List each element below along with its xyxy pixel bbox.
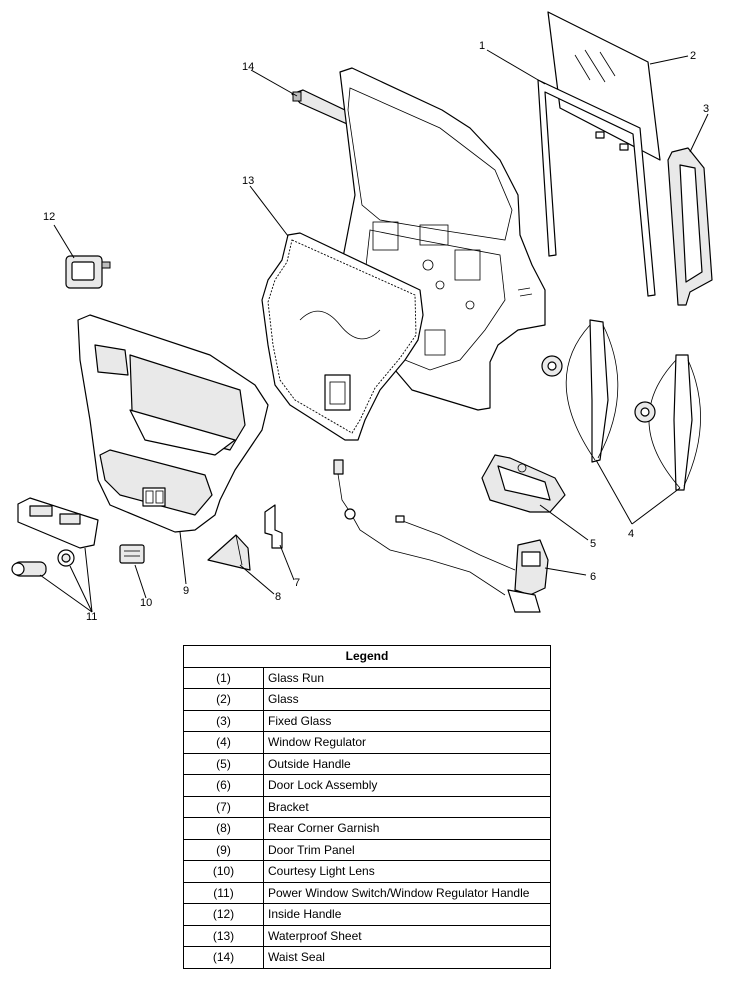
part-wiring-and-rods [333, 459, 516, 596]
legend-header-row: Legend [183, 645, 551, 668]
leader-lines [39, 49, 709, 613]
legend-part-name: Door Lock Assembly [263, 774, 551, 797]
callout-2: 2 [690, 50, 696, 62]
legend-number: (11) [183, 881, 264, 904]
legend-number: (5) [183, 752, 264, 775]
legend-number: (13) [183, 924, 264, 947]
part-fixed-glass [667, 147, 713, 306]
legend-number: (6) [183, 774, 264, 797]
legend-number: (9) [183, 838, 264, 861]
legend-part-name: Courtesy Light Lens [263, 860, 551, 883]
legend-row: (3)Fixed Glass [183, 709, 551, 732]
legend-part-name: Fixed Glass [263, 709, 551, 732]
callout-6: 6 [590, 571, 596, 583]
legend-row: (8)Rear Corner Garnish [183, 817, 551, 840]
legend-table: Legend (1)Glass Run (2)Glass (3)Fixed Gl… [183, 645, 551, 969]
callout-13: 13 [242, 175, 254, 187]
legend-part-name: Rear Corner Garnish [263, 817, 551, 840]
legend-row: (12)Inside Handle [183, 903, 551, 926]
callout-7: 7 [294, 577, 300, 589]
part-door-lock-assembly [507, 539, 549, 613]
callout-9: 9 [183, 585, 189, 597]
part-courtesy-light-lens [119, 544, 145, 564]
callout-1: 1 [479, 40, 485, 52]
legend-number: (1) [183, 666, 264, 689]
callout-10: 10 [140, 597, 152, 609]
legend-number: (3) [183, 709, 264, 732]
legend-number: (10) [183, 860, 264, 883]
legend-row: (13)Waterproof Sheet [183, 924, 551, 947]
exploded-door-diagram: 1 2 3 4 5 6 7 8 9 10 11 12 13 14 [11, 11, 713, 623]
callout-5: 5 [590, 538, 596, 550]
legend-part-name: Door Trim Panel [263, 838, 551, 861]
part-glass [547, 11, 661, 161]
legend-row: (5)Outside Handle [183, 752, 551, 775]
legend-row: (1)Glass Run [183, 666, 551, 689]
legend-row: (6)Door Lock Assembly [183, 774, 551, 797]
legend-row: (7)Bracket [183, 795, 551, 818]
part-outside-handle [481, 454, 566, 513]
legend-part-name: Waist Seal [263, 946, 551, 969]
legend-part-name: Bracket [263, 795, 551, 818]
legend-row: (4)Window Regulator [183, 731, 551, 754]
legend-part-name: Outside Handle [263, 752, 551, 775]
legend-number: (7) [183, 795, 264, 818]
legend-row: (14)Waist Seal [183, 946, 551, 969]
legend-number: (2) [183, 688, 264, 711]
legend-number: (14) [183, 946, 264, 969]
legend-number: (8) [183, 817, 264, 840]
legend-part-name: Power Window Switch/Window Regulator Han… [263, 881, 551, 904]
callout-3: 3 [703, 103, 709, 115]
legend-part-name: Glass Run [263, 666, 551, 689]
callout-8: 8 [275, 591, 281, 603]
part-waterproof-sheet [261, 232, 424, 441]
legend-title: Legend [183, 645, 551, 668]
callout-labels: 1 2 3 4 5 6 7 8 9 10 11 12 13 14 [43, 40, 709, 623]
legend-part-name: Waterproof Sheet [263, 924, 551, 947]
legend-part-name: Window Regulator [263, 731, 551, 754]
legend-row: (2)Glass [183, 688, 551, 711]
part-door-trim-panel [77, 314, 269, 533]
callout-14: 14 [242, 61, 254, 73]
callout-4: 4 [628, 528, 634, 540]
legend-number: (4) [183, 731, 264, 754]
part-window-regulators [541, 319, 701, 491]
part-rear-corner-garnish [207, 534, 251, 571]
legend-row: (10)Courtesy Light Lens [183, 860, 551, 883]
callout-11: 11 [86, 611, 97, 623]
callout-12: 12 [43, 211, 55, 223]
part-bracket [264, 504, 283, 549]
legend-row: (9)Door Trim Panel [183, 838, 551, 861]
legend-number: (12) [183, 903, 264, 926]
legend-row: (11)Power Window Switch/Window Regulator… [183, 881, 551, 904]
legend-part-name: Glass [263, 688, 551, 711]
part-power-window-switch [11, 497, 99, 577]
legend-part-name: Inside Handle [263, 903, 551, 926]
part-glass-run [537, 79, 656, 297]
part-inside-handle [65, 255, 111, 289]
